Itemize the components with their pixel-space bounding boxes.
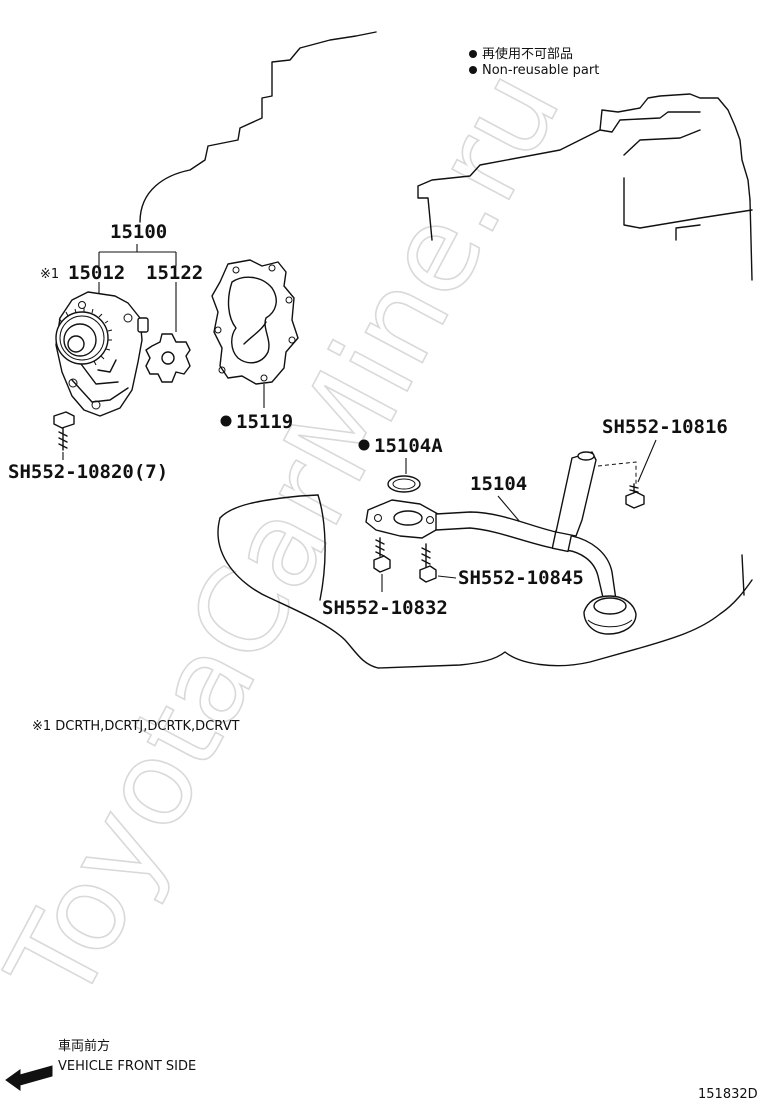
part-15104-label[interactable]: 15104 bbox=[470, 473, 527, 495]
bolt-10816-drawing[interactable] bbox=[625, 483, 645, 509]
part-SH552-10820-label[interactable]: SH552-10820(7) bbox=[8, 461, 168, 483]
strainer-leader bbox=[497, 495, 521, 523]
part-15012-label[interactable]: 15012 bbox=[68, 262, 125, 284]
oil-pump-body-drawing[interactable] bbox=[55, 282, 149, 417]
oil-pump-rotor-drawing[interactable] bbox=[145, 282, 191, 383]
engine-block-outline bbox=[139, 31, 753, 669]
part-SH552-10816-label[interactable]: SH552-10816 bbox=[602, 416, 728, 438]
part-15100-label[interactable]: 15100 bbox=[110, 221, 167, 243]
watermark: ToyotaCarMine.ru bbox=[0, 48, 587, 1024]
diagram-code: 151832D bbox=[698, 1087, 758, 1102]
direction-en: VEHICLE FRONT SIDE bbox=[58, 1059, 196, 1074]
bolt-pump-drawing[interactable] bbox=[53, 411, 75, 460]
oring-drawing[interactable] bbox=[387, 475, 421, 493]
non-reusable-dot-15104A bbox=[358, 439, 370, 451]
bolt-10832-drawing[interactable] bbox=[373, 537, 391, 592]
vehicle-front-indicator: 車両前方 VEHICLE FRONT SIDE bbox=[5, 1038, 196, 1091]
direction-jp: 車両前方 bbox=[58, 1038, 110, 1054]
footnote: ※1 DCRTH,DCRTJ,DCRTK,DCRVT bbox=[32, 719, 239, 734]
bolt-10816-dashline bbox=[597, 461, 637, 484]
oil-strainer-drawing[interactable] bbox=[365, 451, 637, 635]
legend-jp: 再使用不可部品 bbox=[482, 46, 573, 62]
assembly-bracket bbox=[98, 244, 177, 266]
part-15119-label[interactable]: 15119 bbox=[236, 411, 293, 433]
part-15104A-label[interactable]: 15104A bbox=[374, 435, 443, 457]
bolt-10816-leader bbox=[637, 439, 657, 483]
gasket-drawing[interactable] bbox=[211, 259, 299, 408]
front-arrow-icon bbox=[5, 1065, 53, 1091]
part-SH552-10832-label[interactable]: SH552-10832 bbox=[322, 597, 448, 619]
legend: 再使用不可部品 Non-reusable part bbox=[469, 46, 599, 78]
legend-dot-2 bbox=[469, 66, 477, 74]
legend-en: Non-reusable part bbox=[482, 63, 599, 78]
non-reusable-dot-15119 bbox=[220, 415, 232, 427]
legend-dot bbox=[469, 50, 477, 58]
part-15122-label[interactable]: 15122 bbox=[146, 262, 203, 284]
note-ref-mark: ※1 bbox=[40, 267, 59, 282]
part-SH552-10845-label[interactable]: SH552-10845 bbox=[458, 567, 584, 589]
bolt-10845-drawing[interactable] bbox=[419, 543, 457, 583]
